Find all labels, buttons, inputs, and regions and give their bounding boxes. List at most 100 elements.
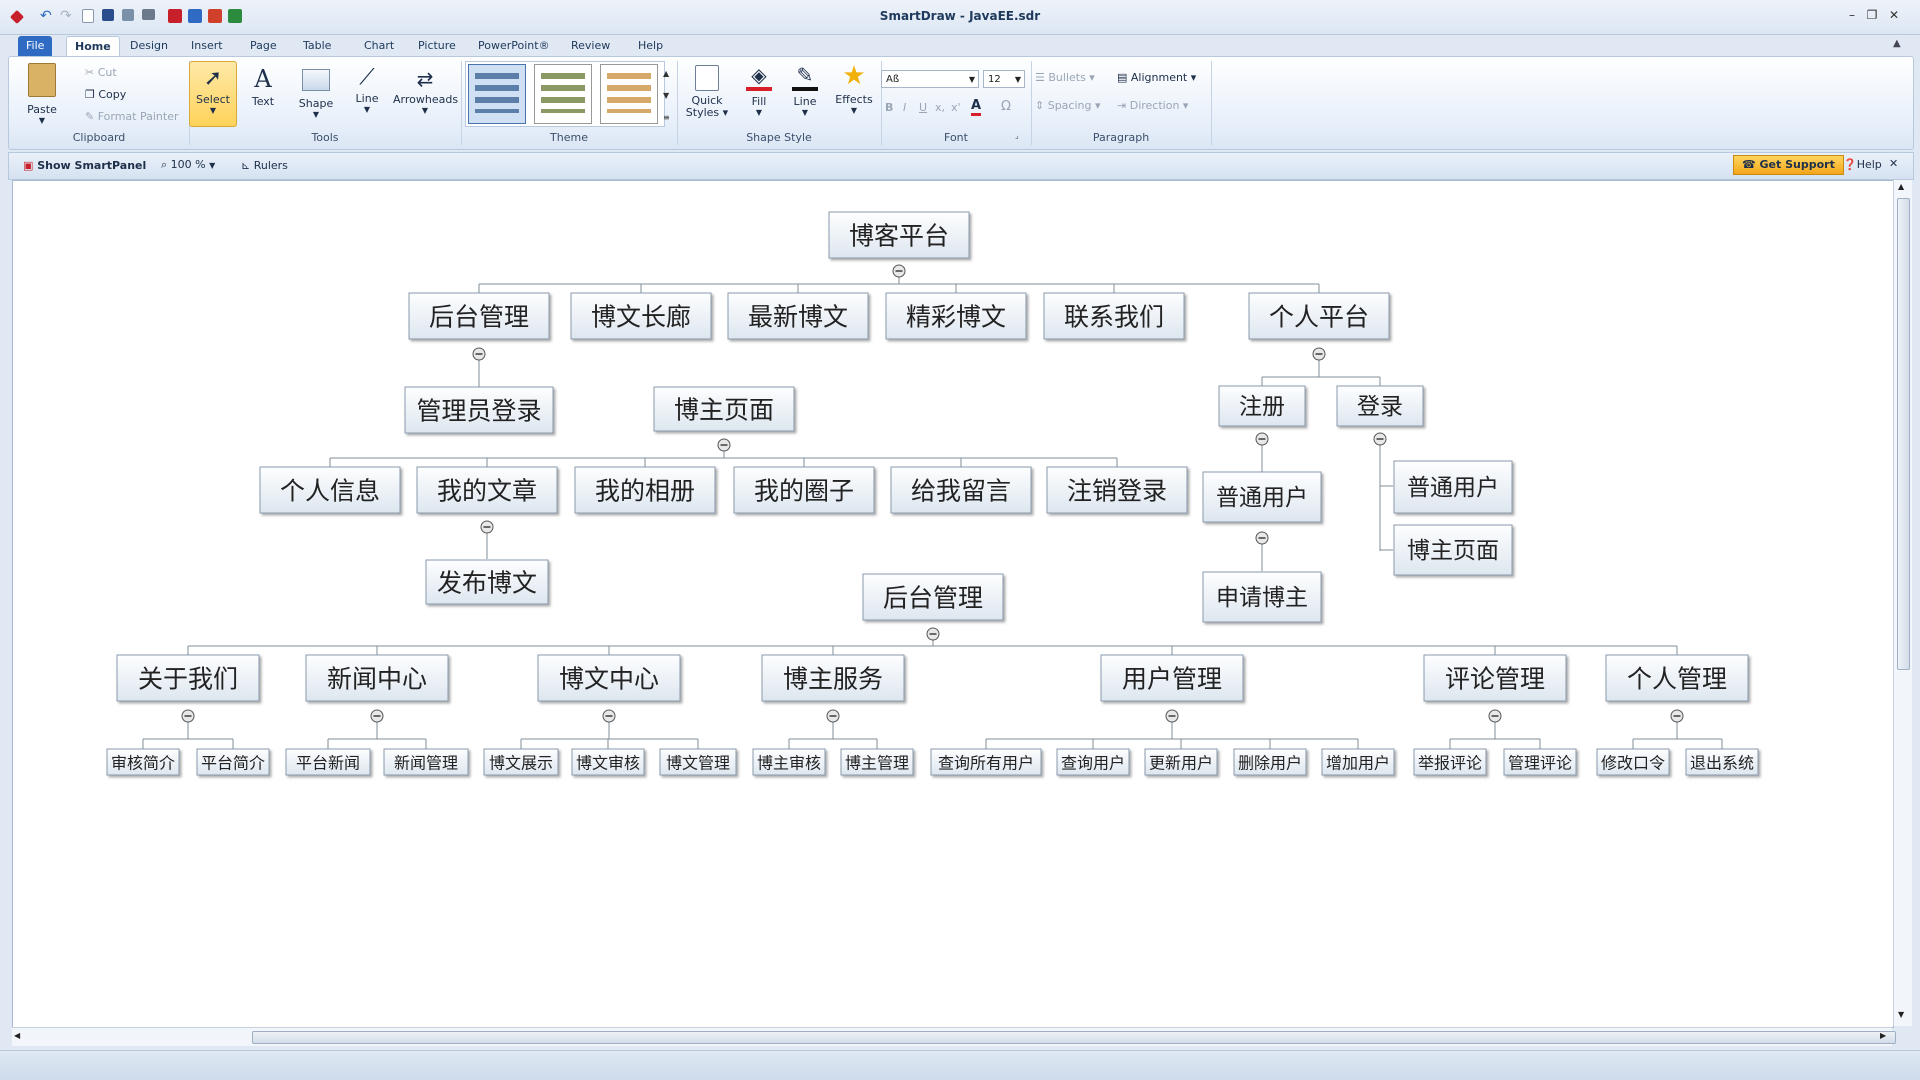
- level1-node[interactable]: 精彩博文: [885, 292, 1027, 340]
- level1-node[interactable]: 博文长廊: [570, 292, 712, 340]
- blogger-item-node[interactable]: 注销登录: [1046, 466, 1188, 514]
- shape-tool-button[interactable]: Shape ▼: [291, 61, 341, 119]
- leaf-node[interactable]: 新闻管理: [383, 748, 469, 776]
- leaf-node[interactable]: 退出系统: [1685, 748, 1759, 776]
- help-button[interactable]: ❓Help: [1843, 158, 1882, 171]
- save-icon[interactable]: [102, 9, 114, 21]
- underline-icon[interactable]: U: [919, 101, 928, 114]
- collapse-icon[interactable]: [472, 347, 486, 361]
- leaf-node[interactable]: 博文审核: [571, 748, 645, 776]
- level1-node[interactable]: 个人平台: [1248, 292, 1390, 340]
- select-tool-button[interactable]: ➚ Select ▼: [189, 61, 237, 127]
- get-support-button[interactable]: ☎ Get Support: [1733, 155, 1844, 175]
- export-excel-icon[interactable]: [228, 9, 242, 23]
- admin-login-node[interactable]: 管理员登录: [404, 386, 554, 434]
- export-word-icon[interactable]: [188, 9, 202, 23]
- backend-item-node[interactable]: 新闻中心: [305, 654, 449, 702]
- collapse-icon[interactable]: [370, 709, 384, 723]
- drawing-canvas[interactable]: 博客平台后台管理博文长廊最新博文精彩博文联系我们个人平台管理员登录博主页面个人信…: [12, 180, 1894, 1028]
- backend-item-node[interactable]: 关于我们: [116, 654, 260, 702]
- export-powerpoint-icon[interactable]: [208, 9, 222, 23]
- effects-button[interactable]: ★ Effects ▼: [831, 61, 877, 115]
- tab-table[interactable]: Table: [303, 39, 332, 52]
- leaf-node[interactable]: 平台简介: [196, 748, 270, 776]
- restore-icon[interactable]: ❐: [1866, 8, 1878, 22]
- publish-node[interactable]: 发布博文: [425, 559, 549, 605]
- arrowheads-button[interactable]: ⇄ Arrowheads ▼: [393, 61, 458, 115]
- collapse-icon[interactable]: [717, 438, 731, 452]
- register-node[interactable]: 注册: [1218, 385, 1306, 427]
- level1-node[interactable]: 最新博文: [727, 292, 869, 340]
- collapse-icon[interactable]: [1255, 432, 1269, 446]
- backend-item-node[interactable]: 个人管理: [1605, 654, 1749, 702]
- cut-button[interactable]: ✂ Cut: [85, 66, 117, 79]
- leaf-node[interactable]: 博主管理: [840, 748, 914, 776]
- collapse-icon[interactable]: [892, 264, 906, 278]
- tab-page[interactable]: Page: [250, 39, 277, 52]
- tab-picture[interactable]: Picture: [418, 39, 456, 52]
- copy-button[interactable]: ❐ Copy: [85, 88, 126, 101]
- undo-icon[interactable]: ↶: [40, 8, 52, 24]
- show-smartpanel-button[interactable]: ▣ Show SmartPanel: [23, 159, 146, 172]
- collapse-icon[interactable]: [480, 520, 494, 534]
- backend-item-node[interactable]: 用户管理: [1100, 654, 1244, 702]
- leaf-node[interactable]: 增加用户: [1321, 748, 1395, 776]
- blogger-item-node[interactable]: 给我留言: [890, 466, 1032, 514]
- leaf-node[interactable]: 管理评论: [1503, 748, 1577, 776]
- horizontal-scrollbar[interactable]: ◀ ▶: [12, 1027, 1896, 1046]
- leaf-node[interactable]: 删除用户: [1233, 748, 1307, 776]
- tab-chart[interactable]: Chart: [364, 39, 395, 52]
- close-panel-icon[interactable]: ✕: [1889, 157, 1899, 170]
- collapse-icon[interactable]: [1488, 709, 1502, 723]
- vertical-scrollbar[interactable]: ▲ ▼: [1893, 180, 1912, 1026]
- login-item-node[interactable]: 普通用户: [1393, 460, 1513, 514]
- blogger-item-node[interactable]: 个人信息: [259, 466, 401, 514]
- subscript-icon[interactable]: x,: [935, 101, 946, 114]
- backend-item-node[interactable]: 评论管理: [1423, 654, 1567, 702]
- leaf-node[interactable]: 博主审核: [752, 748, 826, 776]
- superscript-icon[interactable]: x': [951, 101, 961, 114]
- theme-option-olive[interactable]: [534, 64, 592, 124]
- font-dialog-launcher-icon[interactable]: ⌟: [1015, 131, 1019, 140]
- leaf-node[interactable]: 查询所有用户: [930, 748, 1042, 776]
- tab-review[interactable]: Review: [571, 39, 611, 52]
- bullets-button[interactable]: ☰ Bullets ▾: [1035, 71, 1095, 84]
- symbol-icon[interactable]: Ω: [1001, 99, 1011, 114]
- register-user-node[interactable]: 普通用户: [1202, 471, 1322, 523]
- leaf-node[interactable]: 举报评论: [1413, 748, 1487, 776]
- leaf-node[interactable]: 修改口令: [1596, 748, 1670, 776]
- collapse-icon[interactable]: [926, 627, 940, 641]
- fill-button[interactable]: ◈ Fill ▼: [739, 61, 779, 117]
- backend-node[interactable]: 后台管理: [862, 573, 1004, 621]
- close-window-icon[interactable]: ✕: [1888, 8, 1900, 22]
- collapse-ribbon-icon[interactable]: ▲: [1893, 38, 1901, 49]
- backend-item-node[interactable]: 博文中心: [537, 654, 681, 702]
- tab-powerpoint[interactable]: PowerPoint®: [478, 39, 550, 52]
- leaf-node[interactable]: 更新用户: [1144, 748, 1218, 776]
- collapse-icon[interactable]: [1312, 347, 1326, 361]
- leaf-node[interactable]: 平台新闻: [285, 748, 371, 776]
- theme-option-blue[interactable]: [468, 64, 526, 124]
- login-item-node[interactable]: 博主页面: [1393, 524, 1513, 576]
- blogger-item-node[interactable]: 我的文章: [416, 466, 558, 514]
- theme-option-tan[interactable]: [600, 64, 658, 124]
- scroll-left-icon[interactable]: ◀: [14, 1031, 21, 1040]
- tab-help[interactable]: Help: [638, 39, 664, 52]
- alignment-button[interactable]: ▤ Alignment ▾: [1117, 71, 1197, 84]
- blogger-page-node[interactable]: 博主页面: [653, 386, 795, 432]
- spacing-button[interactable]: ⇕ Spacing ▾: [1035, 99, 1101, 112]
- tab-design[interactable]: Design: [130, 39, 168, 52]
- blogger-item-node[interactable]: 我的圈子: [733, 466, 875, 514]
- level1-node[interactable]: 后台管理: [408, 292, 550, 340]
- horizontal-scroll-thumb[interactable]: [252, 1031, 1896, 1044]
- minimize-icon[interactable]: –: [1849, 8, 1855, 22]
- italic-icon[interactable]: I: [903, 101, 907, 114]
- rulers-toggle[interactable]: ⊾ Rulers: [241, 159, 288, 172]
- backend-item-node[interactable]: 博主服务: [761, 654, 905, 702]
- collapse-icon[interactable]: [1255, 531, 1269, 545]
- tab-file[interactable]: File: [18, 36, 53, 56]
- vertical-scroll-thumb[interactable]: [1897, 198, 1910, 670]
- leaf-node[interactable]: 审核简介: [106, 748, 180, 776]
- redo-icon[interactable]: ↷: [60, 8, 72, 24]
